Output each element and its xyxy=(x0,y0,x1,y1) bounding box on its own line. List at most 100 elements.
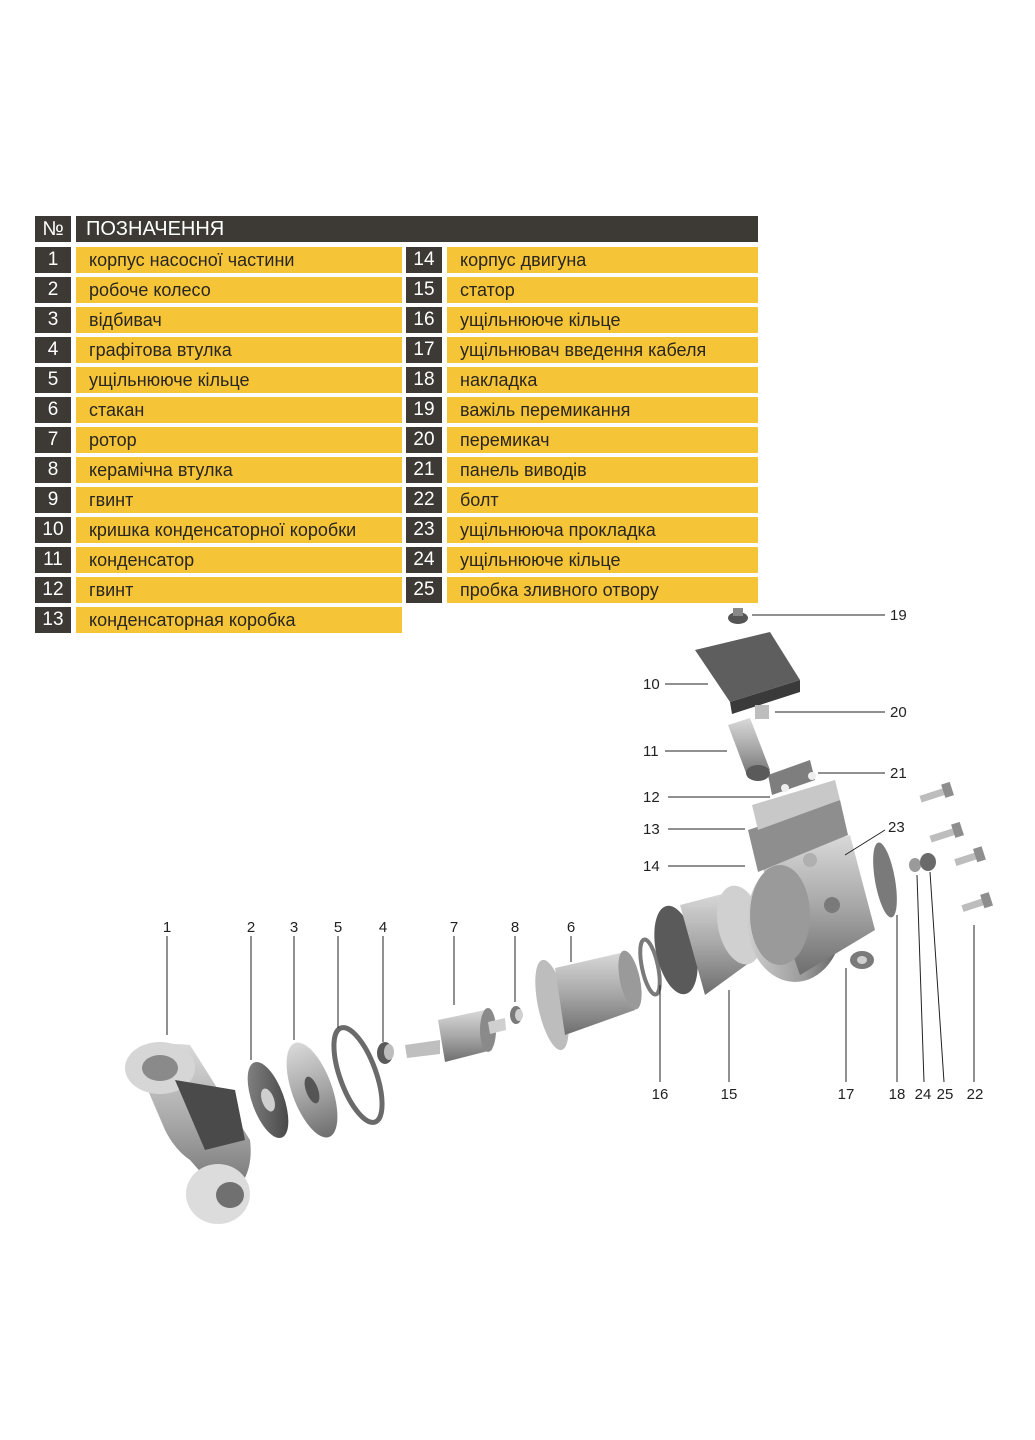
bolts-part xyxy=(919,781,994,912)
part-label: ущільнююче кільце xyxy=(76,367,402,393)
part-number: 22 xyxy=(406,487,442,513)
callout-18: 18 xyxy=(889,1086,906,1103)
legend-row: 1 корпус насосної частини xyxy=(35,247,402,273)
part-label: ущільнююча прокладка xyxy=(447,517,758,543)
part-label: гвинт xyxy=(76,577,402,603)
part-label: відбивач xyxy=(76,307,402,333)
part-number: 6 xyxy=(35,397,71,423)
leader-lines xyxy=(166,614,975,1083)
part-label: конденсатор xyxy=(76,547,402,573)
legend-row: 5 ущільнююче кільце xyxy=(35,367,402,393)
legend-row: 10 кришка конденсаторної коробки xyxy=(35,517,402,543)
part-label: ущільнююче кільце xyxy=(447,547,758,573)
callout-16: 16 xyxy=(652,1086,669,1103)
drain-plug-part xyxy=(909,853,936,872)
rotor-part xyxy=(405,1008,506,1062)
legend-row: 24 ущільнююче кільце xyxy=(406,547,758,573)
graphite-bushing-part xyxy=(377,1042,394,1064)
part-number: 11 xyxy=(35,547,71,573)
legend-row: 7 ротор xyxy=(35,427,402,453)
part-label: ущільнювач введення кабеля xyxy=(447,337,758,363)
part-label: графітова втулка xyxy=(76,337,402,363)
part-label: накладка xyxy=(447,367,758,393)
callout-4: 4 xyxy=(379,919,387,936)
legend-row: 6 стакан xyxy=(35,397,402,423)
part-number: 19 xyxy=(406,397,442,423)
part-label: керамічна втулка xyxy=(76,457,402,483)
part-number: 16 xyxy=(406,307,442,333)
capacitor-part xyxy=(728,718,770,781)
header-number: № xyxy=(35,216,71,242)
pump-housing-part xyxy=(125,1042,251,1224)
part-number: 13 xyxy=(35,607,71,633)
callout-6: 6 xyxy=(567,919,575,936)
callout-5: 5 xyxy=(334,919,342,936)
callout-12: 12 xyxy=(643,789,660,806)
callout-2: 2 xyxy=(247,919,255,936)
callout-25: 25 xyxy=(937,1086,954,1103)
legend-row: 12 гвинт xyxy=(35,577,402,603)
cable-gland-part xyxy=(850,951,874,969)
motor-housing-part xyxy=(747,780,875,982)
part-label: статор xyxy=(447,277,758,303)
legend-row: 15 статор xyxy=(406,277,758,303)
part-label: ущільнююче кільце xyxy=(447,307,758,333)
callout-24: 24 xyxy=(915,1086,932,1103)
legend-row: 9 гвинт xyxy=(35,487,402,513)
legend-row: 17 ущільнювач введення кабеля xyxy=(406,337,758,363)
callout-10: 10 xyxy=(643,676,660,693)
callout-22: 22 xyxy=(967,1086,984,1103)
part-label: конденсаторная коробка xyxy=(76,607,402,633)
part-number: 21 xyxy=(406,457,442,483)
part-number: 8 xyxy=(35,457,71,483)
part-number: 15 xyxy=(406,277,442,303)
legend-row: 25 пробка зливного отвору xyxy=(406,577,758,603)
part-number: 23 xyxy=(406,517,442,543)
part-number: 4 xyxy=(35,337,71,363)
part-label: ротор xyxy=(76,427,402,453)
part-number: 24 xyxy=(406,547,442,573)
part-label: робоче колесо xyxy=(76,277,402,303)
callout-14: 14 xyxy=(643,858,660,875)
terminal-panel-part xyxy=(768,760,816,795)
header-title: ПОЗНАЧЕННЯ xyxy=(76,216,758,242)
legend-row: 23 ущільнююча прокладка xyxy=(406,517,758,543)
callout-7: 7 xyxy=(450,919,458,936)
callout-17: 17 xyxy=(838,1086,855,1103)
legend-row: 13 конденсаторная коробка xyxy=(35,607,402,633)
cover-plate-part xyxy=(873,842,897,918)
part-number: 20 xyxy=(406,427,442,453)
part-label: гвинт xyxy=(76,487,402,513)
legend-row: 22 болт xyxy=(406,487,758,513)
part-number: 5 xyxy=(35,367,71,393)
callout-3: 3 xyxy=(290,919,298,936)
legend-row: 21 панель виводів xyxy=(406,457,758,483)
legend-row: 16 ущільнююче кільце xyxy=(406,307,758,333)
callout-23: 23 xyxy=(888,819,905,836)
part-number: 3 xyxy=(35,307,71,333)
callout-8: 8 xyxy=(511,919,519,936)
seal-ring-16-part xyxy=(638,937,662,997)
part-label: корпус насосної частини xyxy=(76,247,402,273)
part-label: пробка зливного отвору xyxy=(447,577,758,603)
part-label: перемикач xyxy=(447,427,758,453)
part-number: 7 xyxy=(35,427,71,453)
ceramic-bushing-part xyxy=(510,1006,523,1024)
part-number: 2 xyxy=(35,277,71,303)
legend-row: 2 робоче колесо xyxy=(35,277,402,303)
part-number: 17 xyxy=(406,337,442,363)
can-part xyxy=(535,950,642,1051)
callout-11: 11 xyxy=(643,743,659,760)
impeller-part xyxy=(247,1062,289,1138)
callout-19: 19 xyxy=(890,607,907,624)
legend-row: 11 конденсатор xyxy=(35,547,402,573)
part-label: стакан xyxy=(76,397,402,423)
part-number: 10 xyxy=(35,517,71,543)
part-label: важіль перемикання xyxy=(447,397,758,423)
callout-20: 20 xyxy=(890,704,907,721)
deflector-part xyxy=(286,1042,338,1138)
callout-1: 1 xyxy=(163,919,171,936)
legend-row: 8 керамічна втулка xyxy=(35,457,402,483)
part-label: панель виводів xyxy=(447,457,758,483)
